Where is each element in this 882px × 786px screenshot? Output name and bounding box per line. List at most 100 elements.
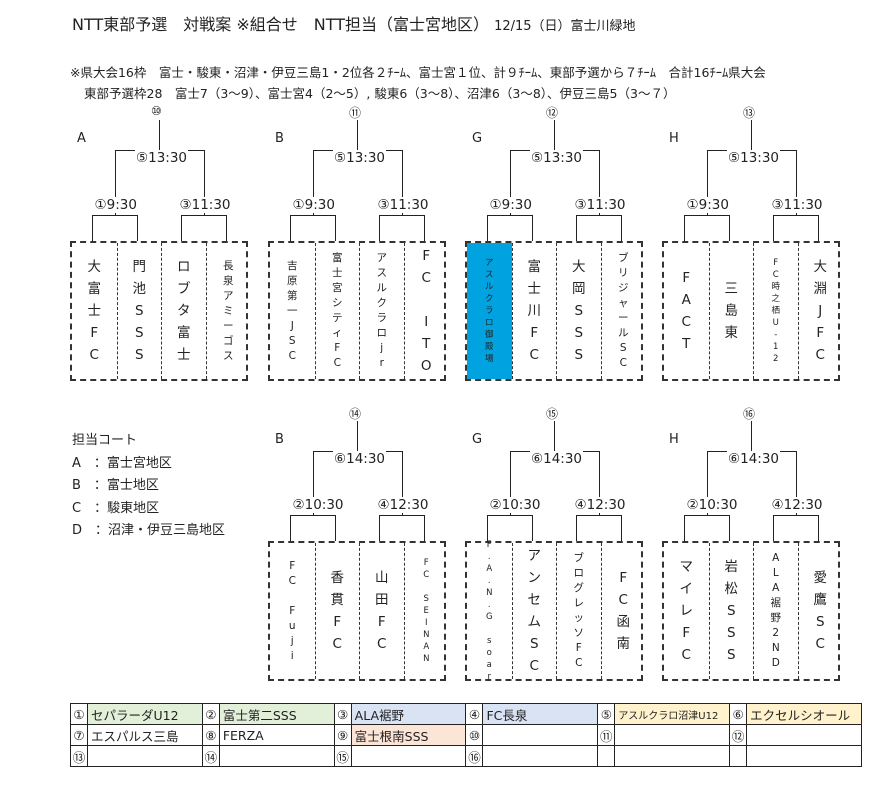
bracket-line [357, 120, 358, 150]
bracket-line [401, 150, 403, 215]
bracket-line [312, 150, 314, 215]
bracket-line [290, 515, 292, 541]
semi-time: ①9:30 [488, 197, 533, 213]
bracket-line [290, 215, 292, 241]
team-name: 吉 原 第 一 J S C [287, 259, 298, 362]
match-number: ⑭ [349, 407, 362, 421]
semi-time: ③11:30 [376, 197, 430, 213]
team-cell: F C I T O [403, 243, 449, 379]
team-cell: 長 泉 ア ミ ー ゴ ス [205, 243, 251, 379]
team-name: 山 田 F C [375, 570, 389, 652]
team-cell: ブ リ ジ ャ ー ル S C [600, 243, 646, 379]
team-cell: ロ ブ タ 富 士 [161, 243, 206, 379]
bracket-line [290, 515, 335, 516]
roster-number: ⑮ [333, 745, 352, 767]
bracket-line [357, 421, 358, 451]
bracket-line [817, 515, 819, 541]
bracket-line [203, 150, 205, 215]
team-name: F C F u j i [288, 559, 296, 662]
team-cell: 富 士 川 F C [511, 243, 557, 379]
bracket-line [92, 215, 94, 241]
group-label: H [669, 131, 679, 146]
bracket-line [334, 515, 336, 541]
semi-time: ④12:30 [770, 497, 824, 513]
roster-number [597, 745, 616, 767]
team-cell: 門 池 S S S [116, 243, 162, 379]
bracket-line [773, 515, 818, 516]
group-label: B [275, 131, 284, 146]
note-line-2: 東部予選枠28 富士7（3～9）、富士宮4（2～5）, 駿東6（3～8）、沼津6… [84, 86, 676, 101]
bracket-line [728, 515, 730, 541]
team-name: ア ス ル ク ラ ロ j r [376, 252, 388, 369]
bracket-line [290, 215, 335, 216]
roster-team: 富士根南SSS [350, 724, 467, 746]
match-number: ⑮ [546, 407, 559, 421]
group-label: G [472, 432, 483, 447]
team-cell: F C S E I N A N [403, 543, 449, 679]
bracket-line [509, 150, 511, 215]
bracket-line [795, 150, 797, 215]
bracket-line [684, 215, 686, 241]
bracket-line [817, 215, 819, 241]
bracket-line [576, 515, 578, 541]
page-title: NTT東部予選 対戦案 ※組合せ NTT担当（富士宮地区） 12/15（日）富士… [72, 11, 636, 35]
team-boxes: 吉 原 第 一 J S C 富 士 宮 シ テ ィ F C ア ス ル ク ラ ロ … [268, 241, 446, 381]
bracket-line [379, 215, 424, 216]
bracket-line [312, 451, 314, 515]
roster-number: ⑦ [70, 724, 88, 746]
roster-team: FERZA [218, 724, 335, 746]
group-label: A [77, 131, 86, 146]
bracket-line [509, 451, 511, 515]
team-name: 大 淵 J F C [813, 259, 828, 363]
team-cell: マ イ レ F C [664, 543, 709, 679]
court-item: C ：駿東地区 [72, 500, 160, 516]
date-venue: 12/15（日）富士川緑地 [494, 19, 636, 34]
bracket-line [684, 515, 729, 516]
bracket-line [531, 215, 533, 241]
bracket-line [487, 215, 532, 216]
team-name: ロ ブ タ 富 士 [177, 259, 191, 363]
bracket-line [334, 215, 336, 241]
team-name: 岩 松 S S S [724, 559, 739, 663]
court-item: A ：富士宮地区 [72, 455, 172, 471]
team-name: 三 島 東 [724, 281, 739, 341]
court-item: B ：富士地区 [72, 478, 159, 493]
bracket-line [487, 515, 489, 541]
bracket-line [576, 215, 621, 216]
match-number: ⑬ [743, 106, 756, 120]
bracket-line [706, 451, 708, 515]
team-cell: 富 士 宮 シ テ ィ F C [314, 243, 360, 379]
team-name: マ イ レ F C [679, 559, 694, 663]
bracket-line [181, 215, 226, 216]
team-name: F C 函 南 [616, 570, 631, 652]
roster-number: ⑥ [729, 703, 748, 725]
roster-number: ② [201, 703, 220, 725]
bracket-line [554, 421, 555, 451]
bracket-line [620, 515, 622, 541]
group-label: B [275, 432, 284, 447]
team-cell: 岩 松 S S S [708, 543, 754, 679]
bracket-line [576, 515, 621, 516]
team-name: ア ス ル ク ラ ロ 御 殿 場 [484, 258, 494, 364]
team-cell: ブ ロ グ レ ッ ソ F C [556, 543, 601, 679]
bracket-line [423, 215, 425, 241]
bracket-line [773, 515, 775, 541]
roster-team [482, 745, 599, 767]
bracket-line [379, 515, 381, 541]
team-name: 大 富 士 F C [87, 259, 102, 363]
roster-team: エクセルシオール [746, 703, 862, 725]
team-name: F A C T [681, 270, 691, 352]
roster-number: ⑯ [465, 745, 484, 767]
team-name: 富 士 川 F C [527, 259, 542, 363]
team-name: F C S E I N A N [423, 558, 430, 664]
team-name: 愛 鷹 S C [813, 570, 828, 652]
team-cell: 山 田 F C [359, 543, 404, 679]
roster-number: ⑭ [201, 745, 220, 767]
semi-time: ①9:30 [685, 197, 730, 213]
bracket-line [751, 120, 752, 150]
